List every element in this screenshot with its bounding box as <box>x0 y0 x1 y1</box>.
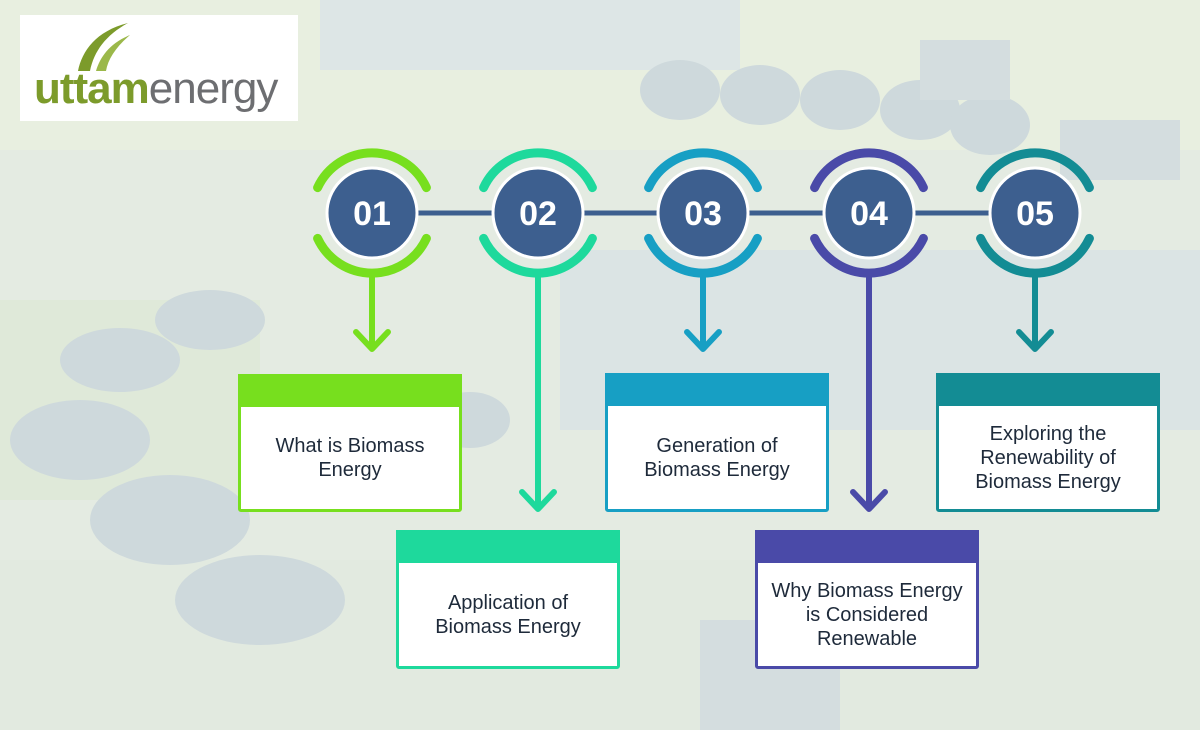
step-card-header <box>396 530 620 563</box>
ring-arc-bottom <box>810 233 928 278</box>
step-node-03: 03 <box>644 148 762 352</box>
step-card-header <box>238 374 462 407</box>
step-card-04: Why Biomass Energy is Considered Renewab… <box>755 530 979 669</box>
ring-arc-top <box>644 148 762 193</box>
step-card-02: Application of Biomass Energy <box>396 530 620 669</box>
number-circle <box>491 166 585 260</box>
step-title: Generation of Biomass Energy <box>644 434 790 481</box>
number-circle <box>656 166 750 260</box>
logo-text-energy: energy <box>148 64 279 113</box>
arrow-head-icon <box>353 329 391 352</box>
logo-swoosh-icon <box>78 23 130 71</box>
ring-arc-bottom <box>479 233 597 278</box>
ring-arc-bottom <box>644 233 762 278</box>
logo-text: uttamenergy <box>34 64 279 113</box>
step-card-header <box>755 530 979 563</box>
ring-arc-top <box>313 148 431 193</box>
arrow-head-icon <box>1016 329 1054 352</box>
ring-arc-top <box>810 148 928 193</box>
step-node-01: 01 <box>313 148 431 352</box>
step-title: Why Biomass Energy is Considered Renewab… <box>771 579 963 650</box>
step-card-header <box>936 373 1160 406</box>
arrow-head-icon <box>519 489 557 512</box>
step-card-header <box>605 373 829 406</box>
ring-arc-top <box>976 148 1094 193</box>
step-number: 02 <box>519 195 557 233</box>
logo-text-uttam: uttam <box>34 64 150 113</box>
step-card-05: Exploring the Renewability of Biomass En… <box>936 373 1160 512</box>
step-number: 03 <box>684 195 722 233</box>
step-number: 04 <box>850 195 888 233</box>
logo: uttamenergy <box>20 15 298 121</box>
step-number: 01 <box>353 195 391 233</box>
step-card-03: Generation of Biomass Energy <box>605 373 829 512</box>
step-title: What is Biomass Energy <box>275 435 425 481</box>
step-title: Exploring the Renewability of Biomass En… <box>975 422 1121 493</box>
number-circle <box>822 166 916 260</box>
ring-arc-top <box>479 148 597 193</box>
number-circle <box>325 166 419 260</box>
number-circle <box>988 166 1082 260</box>
step-node-05: 05 <box>976 148 1094 352</box>
step-card-01: What is Biomass Energy <box>238 374 462 512</box>
arrow-head-icon <box>850 489 888 512</box>
ring-arc-bottom <box>313 233 431 278</box>
step-number: 05 <box>1016 195 1054 233</box>
ring-arc-bottom <box>976 233 1094 278</box>
step-title: Application of Biomass Energy <box>435 591 581 638</box>
step-node-04: 04 <box>810 148 928 512</box>
step-node-02: 02 <box>479 148 597 512</box>
arrow-head-icon <box>684 329 722 352</box>
